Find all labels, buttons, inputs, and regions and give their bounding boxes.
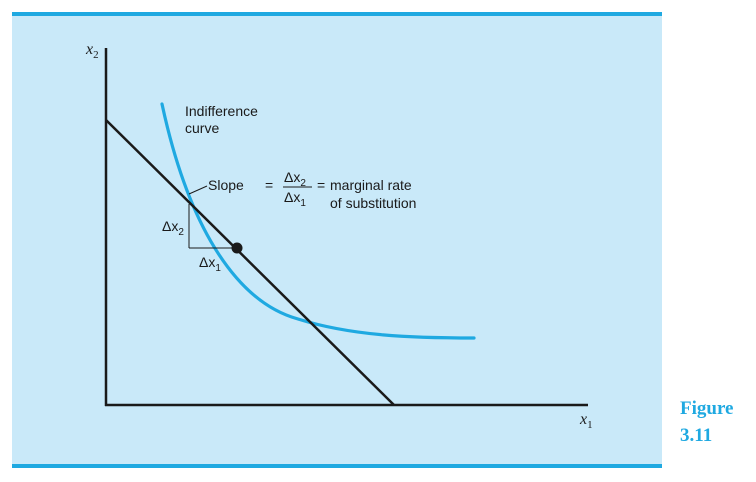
indifference-label-line2: curve <box>185 120 219 136</box>
mrs-label-line1: marginal rate <box>330 177 412 193</box>
figure-number: 3.11 <box>680 425 713 446</box>
tangency-point <box>231 242 243 254</box>
delta-x1-label: Δx1 <box>199 254 221 274</box>
mrs-equals: = <box>317 177 325 193</box>
slope-denominator: Δx1 <box>284 189 306 209</box>
top-rule <box>12 12 662 16</box>
x-axis-label: x1 <box>579 411 593 431</box>
bottom-rule <box>12 464 662 468</box>
mrs-label-line2: of substitution <box>330 195 416 211</box>
slope-leader-line <box>188 185 208 195</box>
figure-panel <box>12 16 662 464</box>
indifference-curve <box>160 102 476 340</box>
slope-label: Slope <box>208 177 244 193</box>
y-axis-label: x2 <box>85 41 99 61</box>
figure-word: Figure <box>680 398 734 419</box>
slope-equals: = <box>265 177 273 193</box>
slope-numerator: Δx2 <box>284 169 306 189</box>
indifference-diagram: x2 x1 Indifference curve Slope = Δx2 Δx1… <box>85 41 593 431</box>
tangent-line <box>105 119 395 406</box>
figure-caption: Figure 3.11 <box>680 395 733 449</box>
indifference-label-line1: Indifference <box>185 103 258 119</box>
delta-x2-label: Δx2 <box>162 218 184 238</box>
